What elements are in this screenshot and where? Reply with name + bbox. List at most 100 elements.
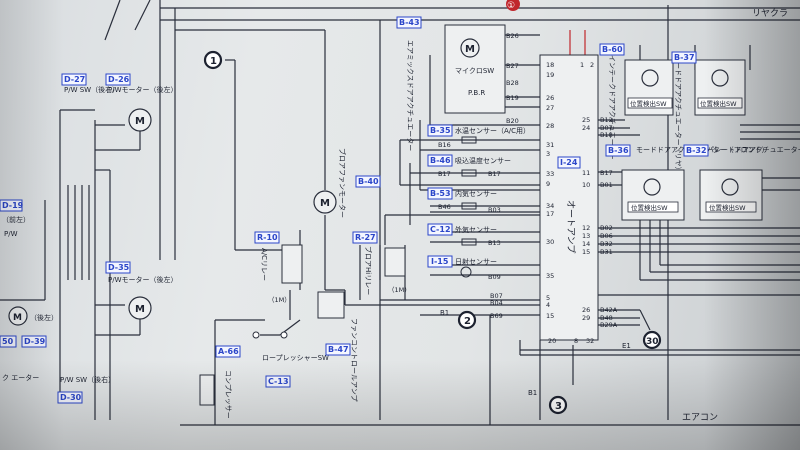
connector-3: 3 bbox=[555, 401, 562, 412]
separate-motor-icon bbox=[721, 178, 739, 196]
svg-text:2: 2 bbox=[590, 61, 594, 69]
svg-text:31: 31 bbox=[546, 141, 554, 149]
svg-text:B19: B19 bbox=[506, 94, 519, 102]
low-pressure-sw-label: ロープレッシャーSW bbox=[262, 354, 329, 362]
svg-text:24: 24 bbox=[582, 124, 590, 132]
pw-label: P/W bbox=[4, 230, 18, 238]
tag-b53: B-53 bbox=[427, 187, 453, 200]
svg-text:33: 33 bbox=[546, 170, 554, 178]
connector-b1-a: B1 bbox=[440, 309, 449, 317]
auto-amp-label: オートアンプ bbox=[565, 200, 576, 253]
pw-sw-rear-right-label: P/W SW（後右） bbox=[64, 85, 119, 94]
svg-text:B42A: B42A bbox=[600, 306, 618, 314]
svg-text:15: 15 bbox=[582, 248, 590, 256]
sensor-group: 水温センサー（A/C用） 吸込温度センサー 内気センサー 外気センサー 日射セン… bbox=[455, 126, 530, 278]
blower-motor-m: M bbox=[320, 198, 330, 209]
tag-b43: B-43 bbox=[396, 16, 422, 29]
connector-1: 1 bbox=[210, 56, 217, 67]
svg-text:B27: B27 bbox=[506, 62, 519, 70]
misc-wire-codes: B12 B07 B18 B17 B01 B02 B06 B32 B31 B42A… bbox=[600, 116, 618, 329]
red-wires bbox=[569, 30, 586, 55]
svg-text:B18: B18 bbox=[600, 131, 613, 139]
connector-b1-b: B1 bbox=[528, 389, 537, 397]
svg-text:32: 32 bbox=[586, 337, 594, 345]
rear-left-label: （後左） bbox=[30, 313, 58, 322]
svg-text:18: 18 bbox=[546, 61, 554, 69]
svg-text:27: 27 bbox=[546, 104, 554, 112]
tag-d27: D-27 bbox=[61, 73, 87, 86]
svg-text:5: 5 bbox=[546, 294, 550, 302]
svg-text:D-30: D-30 bbox=[60, 393, 82, 402]
svg-text:B04: B04 bbox=[490, 299, 503, 307]
intake-motor-icon bbox=[641, 69, 659, 87]
tag-b36: B-36 bbox=[605, 144, 631, 157]
svg-text:C-12: C-12 bbox=[430, 225, 451, 234]
svg-text:B29A: B29A bbox=[600, 321, 618, 329]
svg-text:19: 19 bbox=[546, 71, 554, 79]
blower-hi-relay-box bbox=[384, 247, 406, 277]
amp-left-pins: 18 19 26 27 28 31 3 33 9 34 17 30 35 5 4… bbox=[546, 61, 594, 345]
svg-text:26: 26 bbox=[546, 94, 554, 102]
svg-text:9: 9 bbox=[546, 180, 550, 188]
pw-motor-left-icon bbox=[8, 306, 28, 326]
svg-text:D-35: D-35 bbox=[108, 263, 130, 272]
svg-text:I-24: I-24 bbox=[560, 158, 578, 167]
svg-text:B20: B20 bbox=[506, 117, 519, 125]
pw-motor-rear-left-label-b: P/Wモーター（後左） bbox=[108, 275, 178, 284]
svg-text:B07: B07 bbox=[490, 292, 503, 300]
svg-text:B07: B07 bbox=[600, 124, 613, 132]
svg-text:30: 30 bbox=[546, 238, 554, 246]
tag-d19: D-19 bbox=[0, 199, 24, 212]
tag-i15: I-15 bbox=[427, 255, 453, 268]
water-temp-sensor-label: 水温センサー（A/C用） bbox=[455, 126, 530, 135]
svg-text:B-46: B-46 bbox=[430, 156, 451, 165]
svg-text:D-19: D-19 bbox=[2, 201, 24, 210]
svg-text:B06: B06 bbox=[600, 232, 613, 240]
svg-text:B26: B26 bbox=[506, 32, 519, 40]
mode-front-motor-icon bbox=[643, 178, 661, 196]
compressor-box bbox=[199, 374, 215, 406]
actuator-fragment-label: ク エーター bbox=[2, 373, 39, 382]
svg-text:B17: B17 bbox=[488, 170, 501, 178]
svg-text:B12: B12 bbox=[600, 116, 613, 124]
pw-motor-bottom-m: M bbox=[135, 304, 145, 315]
tag-i24: I-24 bbox=[557, 156, 581, 169]
tag-r10: R-10 bbox=[254, 231, 280, 244]
front-left-label: （前左） bbox=[2, 215, 30, 224]
svg-text:B17: B17 bbox=[438, 170, 451, 178]
mode-rear-actuator-label: モードドアアクチュエーター（リヤ） bbox=[674, 55, 683, 174]
tag-c12: C-12 bbox=[427, 223, 453, 236]
sheet-top-right-label: リヤクラ bbox=[752, 8, 788, 19]
svg-text:1: 1 bbox=[580, 61, 584, 69]
svg-text:B16: B16 bbox=[438, 141, 451, 149]
pw-motor-bottom-icon bbox=[128, 296, 152, 320]
tag-b60: B-60 bbox=[599, 43, 625, 56]
svg-text:B02: B02 bbox=[600, 224, 613, 232]
svg-text:B-47: B-47 bbox=[328, 345, 349, 354]
ac-relay-1m: （1M） bbox=[268, 296, 291, 304]
amp-right-pins: 1 2 25 24 11 10 12 13 14 15 26 29 bbox=[580, 61, 594, 322]
svg-text:B46: B46 bbox=[438, 203, 451, 211]
svg-text:B17: B17 bbox=[600, 169, 613, 177]
fan-control-amp-label: ファンコントロールアンプ bbox=[350, 318, 358, 402]
pw-motor-rear-left-label: P/Wモーター（後左） bbox=[108, 85, 178, 94]
tag-b40: B-40 bbox=[355, 175, 381, 188]
svg-text:50: 50 bbox=[2, 337, 14, 346]
svg-text:13: 13 bbox=[582, 232, 590, 240]
tag-a66: A-66 bbox=[215, 345, 241, 358]
svg-text:25: 25 bbox=[582, 116, 590, 124]
svg-text:3: 3 bbox=[546, 150, 550, 158]
svg-text:35: 35 bbox=[546, 272, 554, 280]
svg-text:R-10: R-10 bbox=[257, 233, 278, 242]
fan-control-amp-box bbox=[317, 291, 345, 319]
svg-text:B-53: B-53 bbox=[430, 189, 451, 198]
sun-sensor-label: 日射センサー bbox=[455, 257, 497, 266]
svg-text:B-36: B-36 bbox=[608, 146, 629, 155]
air-mix-actuator-box bbox=[444, 24, 506, 114]
intake-actuator-label: インテークドアアクチュエーター bbox=[608, 55, 617, 160]
pw-sw-rear-right-label-b: P/W SW（後右） bbox=[60, 375, 115, 384]
svg-text:I-15: I-15 bbox=[431, 257, 449, 266]
auto-amp-unit bbox=[539, 54, 599, 341]
mode-rear-motor-icon bbox=[711, 69, 729, 87]
